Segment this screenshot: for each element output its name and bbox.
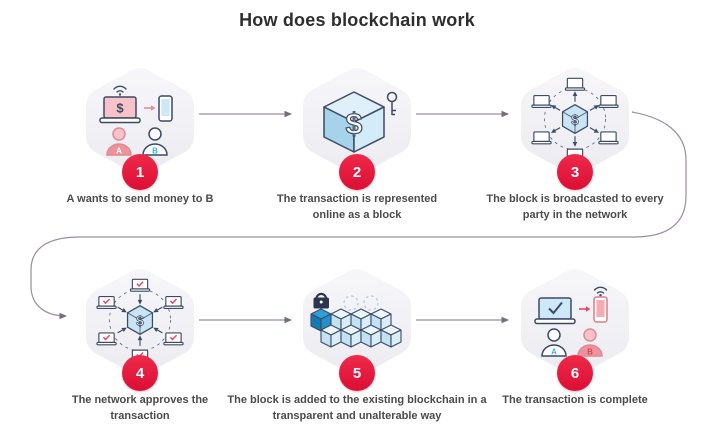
laptop-node-icon [598,131,619,145]
inward-arrows [117,294,163,346]
step-4: $ 4 The network approves the transaction [72,265,208,439]
step-caption: The transaction is represented online as… [276,193,438,221]
wifi-icon [113,85,127,90]
step-3: $ 3 The block is broadcasted to every pa… [486,64,664,264]
approved-laptop-icon [96,332,117,346]
step-caption: The block is broadcasted to every party … [486,193,664,221]
checkmark-icon [548,301,563,315]
step-number-badge: 6 [557,355,593,391]
step-caption: The transaction is complete [502,394,648,406]
chain-cube-icon [360,324,382,348]
svg-text:$: $ [571,112,579,127]
block-key-icon: $ [323,91,398,153]
chain-cube-icon [330,308,352,332]
chain-cube-icon [340,324,362,348]
svg-text:$: $ [116,101,124,116]
step-number-badge: 1 [122,154,158,190]
outward-arrows [550,91,600,147]
person-a-icon [547,328,561,342]
step-caption: A wants to send money to B [66,193,214,205]
person-b-icon [583,328,597,342]
approved-laptop-icon [129,278,151,292]
step-5: 5 The block is added to the existing blo… [227,265,487,439]
approved-laptop-icon [163,295,184,310]
step-number-badge: 2 [339,154,375,190]
page-title: How does blockchain work [239,10,475,30]
step-caption: The network approves the transaction [71,394,209,422]
chain-cube-icon [380,324,402,348]
pending-block-icon [363,295,379,311]
transaction-complete-icon: A B [534,286,608,357]
approved-laptop-icon [96,295,117,310]
step-number-badge: 3 [557,154,593,190]
step-number: 2 [352,163,362,181]
svg-text:B: B [152,147,158,156]
lock-icon [313,292,329,309]
step-number: 4 [135,364,145,382]
laptop-node-icon [564,77,586,91]
step-number: 3 [570,163,580,181]
laptop-node-icon [598,94,619,109]
person-a-icon [112,127,126,141]
step-caption: The block is added to the existing block… [227,394,487,422]
step-number: 6 [570,364,580,382]
svg-text:B: B [587,348,593,357]
blockchain-lock-icon [310,292,402,348]
step-number-badge: 4 [122,355,158,391]
key-icon [386,91,398,103]
pending-block-icon [343,295,359,311]
chain-cube-icon [320,324,342,348]
svg-text:A: A [551,348,557,357]
svg-text:$: $ [346,108,363,141]
laptop-icon [538,297,572,320]
step-number: 1 [135,163,145,181]
person-b-icon [148,127,162,141]
laptop-node-icon [531,131,552,145]
step-2: $ 2 The transaction is represented onlin… [277,64,437,264]
sender-receiver-icon: $ A B [99,85,173,156]
step-1: $ A B 1 A wants to send money to B [67,64,213,264]
network-approval-icon: $ [96,278,184,363]
svg-text:A: A [116,147,122,156]
laptop-node-icon [531,94,552,109]
svg-text:$: $ [136,313,144,328]
step-number: 5 [352,364,362,382]
broadcast-network-icon: $ [531,77,619,162]
step-6: A B 6 The transaction is complete [502,265,648,439]
wifi-icon [593,286,608,291]
step-number-badge: 5 [339,355,375,391]
approved-laptop-icon [163,332,184,346]
